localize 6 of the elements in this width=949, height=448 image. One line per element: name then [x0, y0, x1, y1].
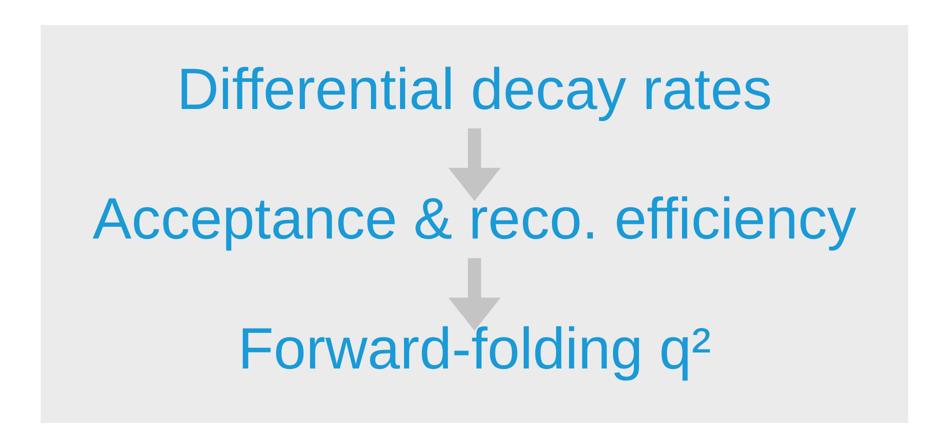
cluster — [40, 25, 908, 423]
node-text: Acceptance & reco. efficiency — [92, 186, 856, 252]
arrow — [448, 128, 501, 202]
node-text: Forward-folding q² — [238, 316, 712, 382]
node-text: Differential decay rates — [176, 56, 772, 122]
arrow — [448, 258, 501, 331]
